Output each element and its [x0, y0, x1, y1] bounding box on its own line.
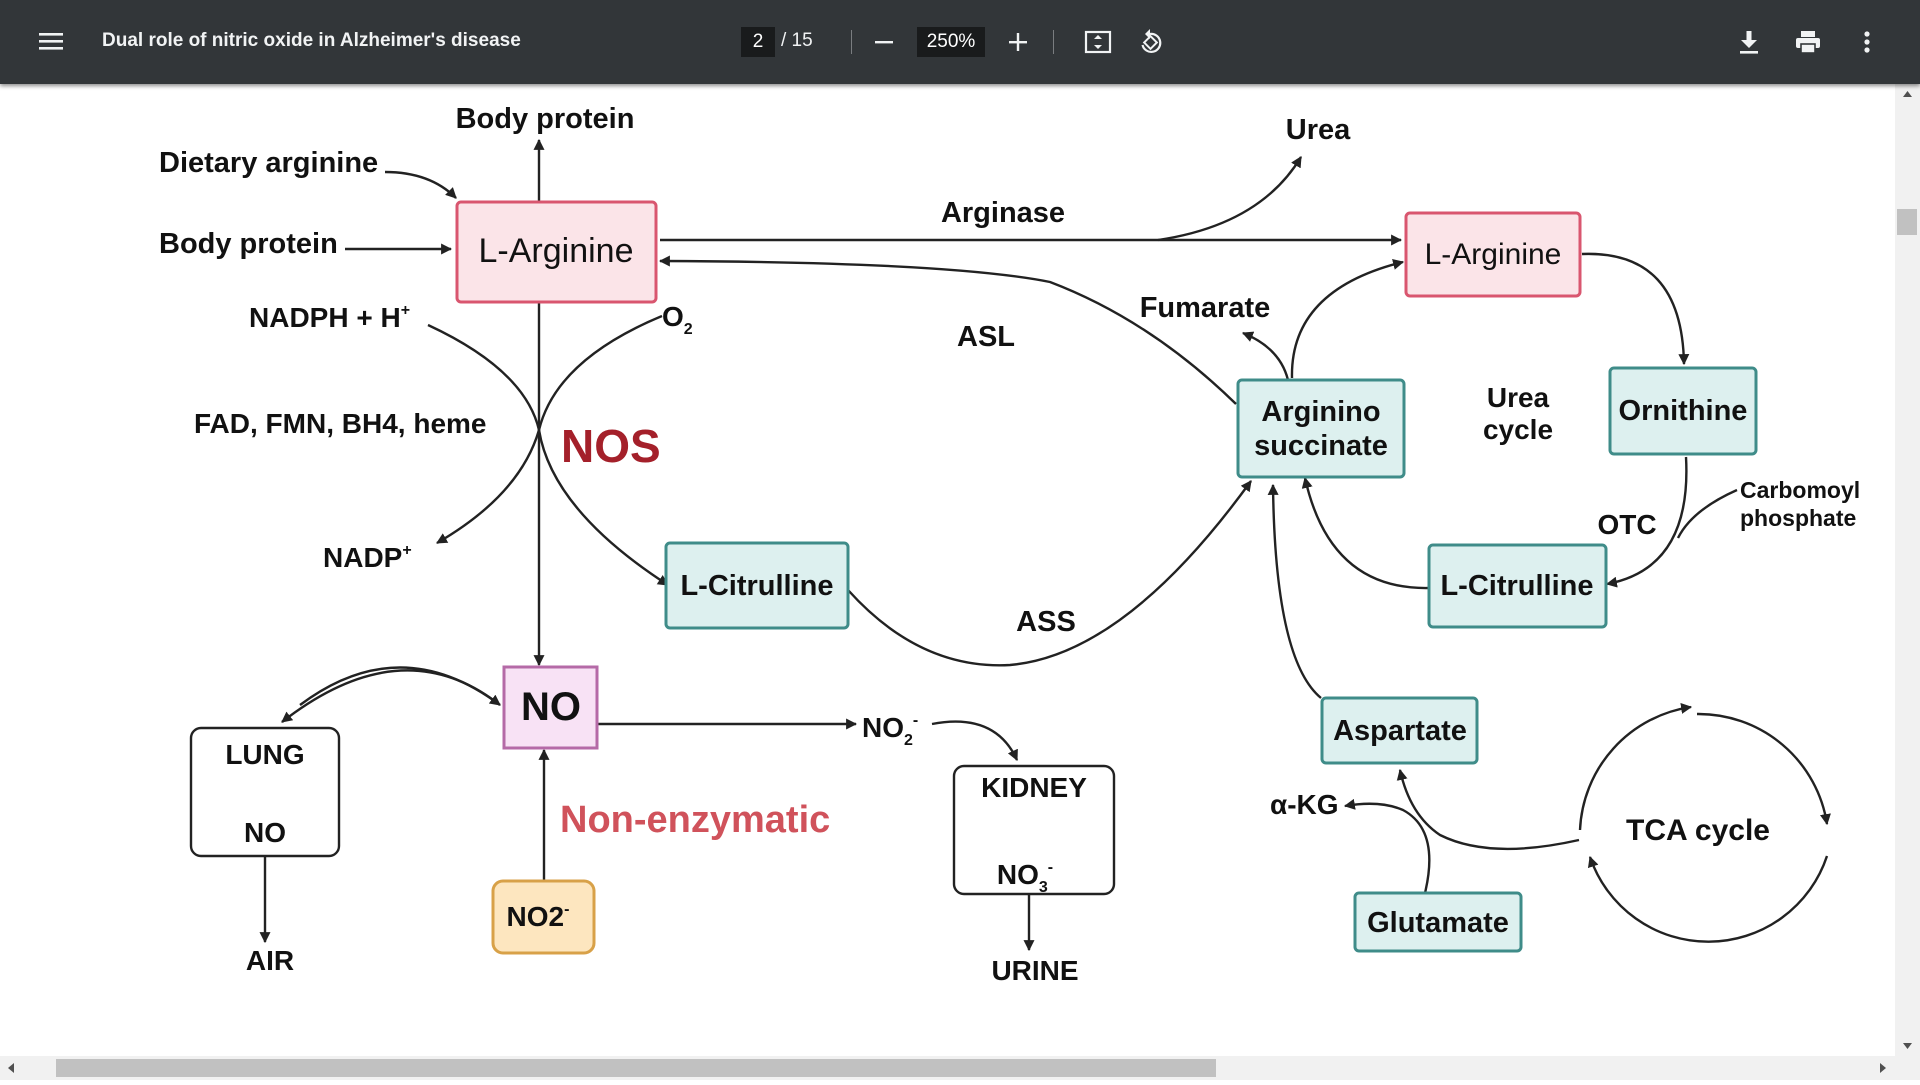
- l-citrulline-right-label: L-Citrulline: [1440, 570, 1593, 602]
- arrow-ornithine-to-citrulline: [1605, 456, 1688, 588]
- no-label: NO: [521, 685, 581, 729]
- urea-cycle-label-line2: cycle: [1483, 414, 1553, 445]
- arginase-label: Arginase: [941, 197, 1065, 229]
- download-icon[interactable]: [1733, 26, 1765, 58]
- argininosuccinate-box: Arginino succinate: [1236, 378, 1406, 479]
- fumarate-label: Fumarate: [1140, 292, 1271, 324]
- kidney-label: KIDNEY: [981, 772, 1087, 803]
- kidney-no3-label: NO3-: [997, 859, 1053, 896]
- lung-label: LUNG: [225, 739, 304, 770]
- page-number-input[interactable]: 2: [741, 27, 775, 57]
- arrow-glutamate-to-akg: [1343, 798, 1431, 894]
- urea-cycle-label-line1: Urea: [1487, 382, 1550, 413]
- arrow-lung-to-no: [299, 666, 501, 706]
- pathway-arrows: [259, 138, 1831, 952]
- vertical-scrollbar[interactable]: [1895, 84, 1920, 1056]
- body-protein-left-label: Body protein: [159, 228, 338, 260]
- nos-label: NOS: [561, 420, 661, 472]
- no2-box-label: NO2-: [507, 901, 570, 932]
- page-total: / 15: [781, 30, 813, 51]
- argininosuccinate-label-line1: Arginino: [1261, 396, 1380, 428]
- arrow-fumarate: [1241, 331, 1290, 381]
- ornithine-label: Ornithine: [1619, 395, 1748, 427]
- arrow-dietary-arginine: [384, 170, 457, 199]
- non-enzymatic-label: Non-enzymatic: [560, 799, 830, 841]
- no2-minus-label: NO2-: [862, 712, 918, 749]
- l-citrulline-left-label: L-Citrulline: [680, 570, 833, 602]
- scroll-down-arrow-icon[interactable]: [1903, 1043, 1912, 1049]
- arrow-nos-cofactors: [436, 314, 663, 545]
- otc-label: OTC: [1597, 509, 1656, 540]
- arrow-citrulline-to-argininosuccinate: [1301, 476, 1430, 590]
- zoom-out-icon[interactable]: [869, 27, 899, 57]
- arrow-ass: [847, 480, 1252, 667]
- scroll-left-arrow-icon[interactable]: [8, 1063, 14, 1073]
- horizontal-scrollbar[interactable]: [0, 1056, 1920, 1080]
- glutamate-box: Glutamate: [1353, 891, 1523, 953]
- scroll-right-arrow-icon[interactable]: [1880, 1063, 1886, 1073]
- o2-label: O2: [662, 301, 693, 338]
- arrow-asl: [658, 255, 1237, 405]
- arrow-to-right-arginine: [1290, 259, 1405, 379]
- zoom-in-icon[interactable]: [1003, 27, 1033, 57]
- fit-page-icon[interactable]: [1082, 27, 1114, 57]
- lung-box: LUNG NO: [189, 726, 341, 858]
- dietary-arginine-label: Dietary arginine: [159, 147, 378, 179]
- lung-no-label: NO: [244, 817, 286, 848]
- l-arginine-left-box: L-Arginine: [455, 200, 658, 304]
- arrow-tca-to-aspartate: [1396, 768, 1580, 851]
- aspartate-box: Aspartate: [1320, 696, 1479, 765]
- pdf-toolbar: Dual role of nitric oxide in Alzheimer's…: [0, 0, 1920, 84]
- zoom-level-input[interactable]: 250%: [917, 27, 985, 57]
- tca-cycle-arc-bottom: [1587, 855, 1829, 943]
- air-label: AIR: [246, 945, 294, 976]
- more-options-icon[interactable]: [1852, 26, 1882, 58]
- pathway-labels: Body protein Dietary arginine Body prote…: [159, 103, 1860, 986]
- nadp-label: NADP+: [323, 542, 412, 573]
- tca-cycle-label: TCA cycle: [1626, 814, 1770, 847]
- no2-box: NO2-: [491, 879, 596, 955]
- l-arginine-left-label: L-Arginine: [479, 232, 634, 270]
- l-citrulline-right-box: L-Citrulline: [1427, 543, 1608, 629]
- scroll-up-arrow-icon[interactable]: [1903, 91, 1912, 97]
- urine-label: URINE: [991, 955, 1078, 986]
- nadph-label: NADPH + H+: [249, 302, 410, 333]
- toolbar-divider: [1053, 30, 1054, 54]
- asl-label: ASL: [957, 321, 1015, 353]
- arrow-arginine-to-ornithine: [1581, 252, 1690, 366]
- alpha-kg-label: α-KG: [1270, 789, 1339, 820]
- ornithine-box: Ornithine: [1608, 366, 1758, 456]
- l-arginine-right-box: L-Arginine: [1404, 211, 1582, 298]
- carbomoyl-label-line2: phosphate: [1740, 505, 1856, 531]
- nitric-oxide-pathway-diagram: L-Arginine L-Arginine Arginino succinate…: [159, 103, 1860, 986]
- document-title: Dual role of nitric oxide in Alzheimer's…: [102, 30, 521, 51]
- arrow-urea: [1157, 156, 1303, 242]
- argininosuccinate-label-line2: succinate: [1254, 430, 1388, 462]
- no-box: NO: [502, 665, 599, 750]
- arrow-aspartate: [1267, 483, 1322, 699]
- hamburger-menu-icon[interactable]: [36, 26, 66, 56]
- pdf-page-viewport[interactable]: L-Arginine L-Arginine Arginino succinate…: [0, 84, 1895, 1056]
- carbomoyl-phosphate-link: [1676, 488, 1738, 539]
- carbomoyl-label-line1: Carbomoyl: [1740, 477, 1860, 503]
- tca-cycle-arc-left: [1578, 703, 1693, 831]
- print-icon[interactable]: [1792, 26, 1824, 58]
- l-arginine-right-label: L-Arginine: [1425, 238, 1562, 271]
- toolbar-divider: [851, 30, 852, 54]
- cofactors-label: FAD, FMN, BH4, heme: [194, 408, 486, 439]
- urea-label: Urea: [1286, 114, 1351, 146]
- aspartate-label: Aspartate: [1333, 715, 1467, 747]
- tca-cycle-arc-right: [1696, 712, 1831, 826]
- l-citrulline-left-box: L-Citrulline: [664, 541, 850, 630]
- arrow-no2-to-kidney: [931, 720, 1019, 761]
- glutamate-label: Glutamate: [1367, 907, 1509, 939]
- rotate-icon[interactable]: [1135, 26, 1167, 58]
- ass-label: ASS: [1016, 606, 1076, 638]
- horizontal-scroll-thumb[interactable]: [56, 1059, 1216, 1077]
- body-protein-top-label: Body protein: [456, 103, 635, 135]
- vertical-scroll-thumb[interactable]: [1897, 209, 1917, 235]
- kidney-box: KIDNEY NO3-: [952, 764, 1116, 896]
